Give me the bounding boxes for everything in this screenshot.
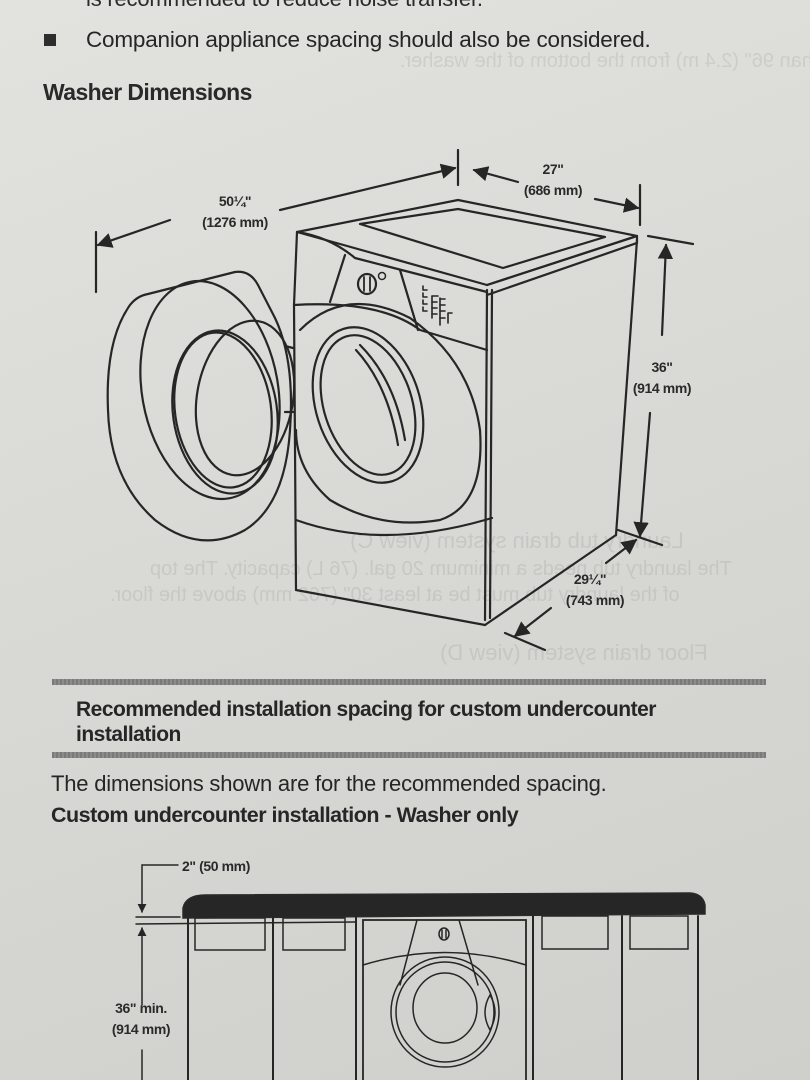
box-rule-top bbox=[52, 679, 766, 685]
washer-front-view bbox=[355, 915, 527, 1080]
depth-open-metric-label: (1276 mm) bbox=[202, 214, 268, 230]
washer-body bbox=[292, 198, 639, 627]
undercounter-installation-diagram: 2" (50 mm) 36" min. (914 mm) bbox=[112, 858, 706, 1080]
detergent-dispenser-icon bbox=[422, 285, 453, 326]
bullet-item: Companion appliance spacing should also … bbox=[44, 27, 651, 53]
depth-metric-label: (743 mm) bbox=[566, 592, 624, 608]
undercounter-box-title: Recommended installation spacing for cus… bbox=[76, 698, 656, 746]
depth-imperial-label: 29¼" bbox=[574, 571, 606, 587]
control-knob-icon bbox=[356, 271, 387, 296]
depth-open-imperial-label: 50¼" bbox=[219, 193, 251, 209]
bullet-text: Companion appliance spacing should also … bbox=[86, 27, 651, 52]
washer-dimensions-diagram: 27" (686 mm) 50¼" (1276 mm) 36" (914 mm)… bbox=[94, 148, 695, 652]
dimension-depth-door-open bbox=[94, 163, 457, 294]
subheading-washer-only: Custom undercounter installation - Washe… bbox=[51, 803, 519, 827]
open-door bbox=[106, 270, 296, 542]
square-bullet-icon bbox=[44, 34, 56, 46]
intro-paragraph: The dimensions shown are for the recomme… bbox=[51, 771, 607, 796]
washer-door-frame bbox=[294, 302, 482, 524]
dimension-depth bbox=[503, 538, 638, 652]
bleed-through-text: no higher than 96" (2.4 m) from the bott… bbox=[400, 50, 810, 72]
box-rule-bottom bbox=[52, 752, 766, 758]
width-metric-label: (686 mm) bbox=[524, 182, 582, 198]
dimension-height bbox=[616, 234, 695, 547]
countertop bbox=[182, 892, 706, 919]
dimension-width bbox=[456, 148, 642, 227]
width-imperial-label: 27" bbox=[542, 161, 563, 177]
min-height-imperial-label: 36" min. bbox=[115, 1000, 167, 1016]
washer-knob-icon bbox=[438, 927, 450, 941]
height-metric-label: (914 mm) bbox=[633, 380, 691, 396]
top-clearance-label: 2" (50 mm) bbox=[182, 858, 250, 874]
height-imperial-label: 36" bbox=[651, 359, 672, 375]
dimension-top-clearance bbox=[135, 864, 356, 1080]
section-title-washer-dimensions: Washer Dimensions bbox=[43, 79, 252, 105]
left-cabinet bbox=[187, 917, 346, 1080]
cut-off-text-line: is recommended to reduce noise transfer. bbox=[86, 0, 483, 12]
right-cabinet bbox=[532, 915, 699, 1080]
min-height-metric-label: (914 mm) bbox=[112, 1021, 170, 1037]
